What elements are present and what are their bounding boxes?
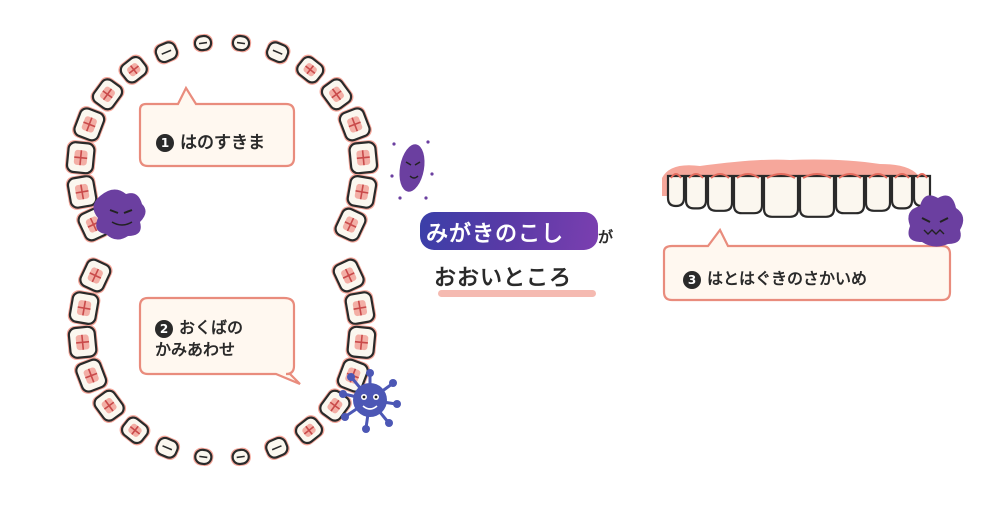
incisor-tooth (864, 174, 892, 212)
title-highlight-band (420, 212, 598, 250)
title-line1-suffix: が (598, 228, 614, 246)
molar-tooth (118, 54, 150, 85)
callout-2-label-line2: かみあわせ (155, 340, 236, 359)
molar-tooth (294, 54, 326, 85)
front-teeth-view (662, 159, 932, 218)
callout-3-text: 3 はとはぐきのさかいめ (683, 265, 867, 289)
germ-oval-purple (390, 140, 434, 200)
callout-bubble-3 (662, 227, 952, 302)
title-underline (438, 290, 596, 297)
title-line2: おおいところ (434, 266, 573, 291)
callout-1-label: はのすきま (180, 133, 265, 153)
incisor-tooth (684, 174, 708, 210)
incisor-tooth (762, 174, 800, 218)
title-line1-row: みがきのこし が (416, 210, 616, 254)
callout-bubble-1 (138, 85, 296, 168)
callout-2-number: 2 (155, 319, 173, 338)
molar-tooth (66, 324, 99, 360)
callout-1-number: 1 (156, 134, 174, 152)
molar-tooth (90, 76, 125, 112)
molar-tooth (64, 140, 97, 176)
callout-1-text: 1 はのすきま (156, 128, 265, 153)
molar-tooth (319, 76, 354, 112)
front-tooth (230, 33, 252, 53)
molar-tooth (74, 357, 109, 394)
incisor-tooth (798, 174, 836, 218)
molar-tooth (119, 415, 151, 446)
front-tooth (153, 40, 180, 65)
molar-tooth (343, 290, 377, 327)
incisor-tooth (732, 174, 764, 215)
molar-tooth (92, 388, 127, 424)
germ-purple-right (908, 195, 964, 247)
lower-dental-arch (66, 257, 378, 467)
callout-3-label: はとはぐきのさかいめ (707, 269, 868, 288)
title-line1: みがきのこし (426, 222, 565, 247)
molar-tooth (331, 257, 366, 294)
front-tooth (193, 447, 214, 467)
callout-3-number: 3 (683, 270, 701, 289)
incisor-tooth (666, 174, 686, 208)
incisor-tooth (834, 174, 866, 215)
front-tooth (264, 40, 291, 65)
callout-bubble-2 (138, 296, 301, 386)
molar-tooth (347, 140, 380, 176)
front-tooth (230, 447, 251, 467)
molar-tooth (67, 290, 101, 327)
molar-tooth (345, 324, 378, 360)
title-line2-row: おおいところ (416, 260, 616, 297)
callout-2-text: 2 おくばの かみあわせ (155, 317, 243, 361)
front-tooth (192, 33, 214, 53)
title-block: みがきのこし が おおいところ (416, 210, 616, 297)
incisor-tooth (890, 174, 914, 210)
molar-tooth (65, 173, 99, 210)
front-tooth (154, 435, 181, 460)
molar-tooth (72, 106, 107, 143)
incisor-tooth (706, 174, 734, 212)
germ-purple-bottom-left (93, 189, 146, 240)
molar-tooth (78, 257, 113, 294)
callout-2-label-line1: おくばの (179, 318, 244, 337)
upper-dental-arch (64, 33, 380, 243)
molar-tooth (345, 173, 379, 210)
germ-blue-spiky (339, 369, 401, 433)
molar-tooth (333, 206, 368, 243)
front-tooth (263, 435, 290, 460)
molar-tooth (337, 106, 372, 143)
molar-tooth (293, 415, 325, 446)
